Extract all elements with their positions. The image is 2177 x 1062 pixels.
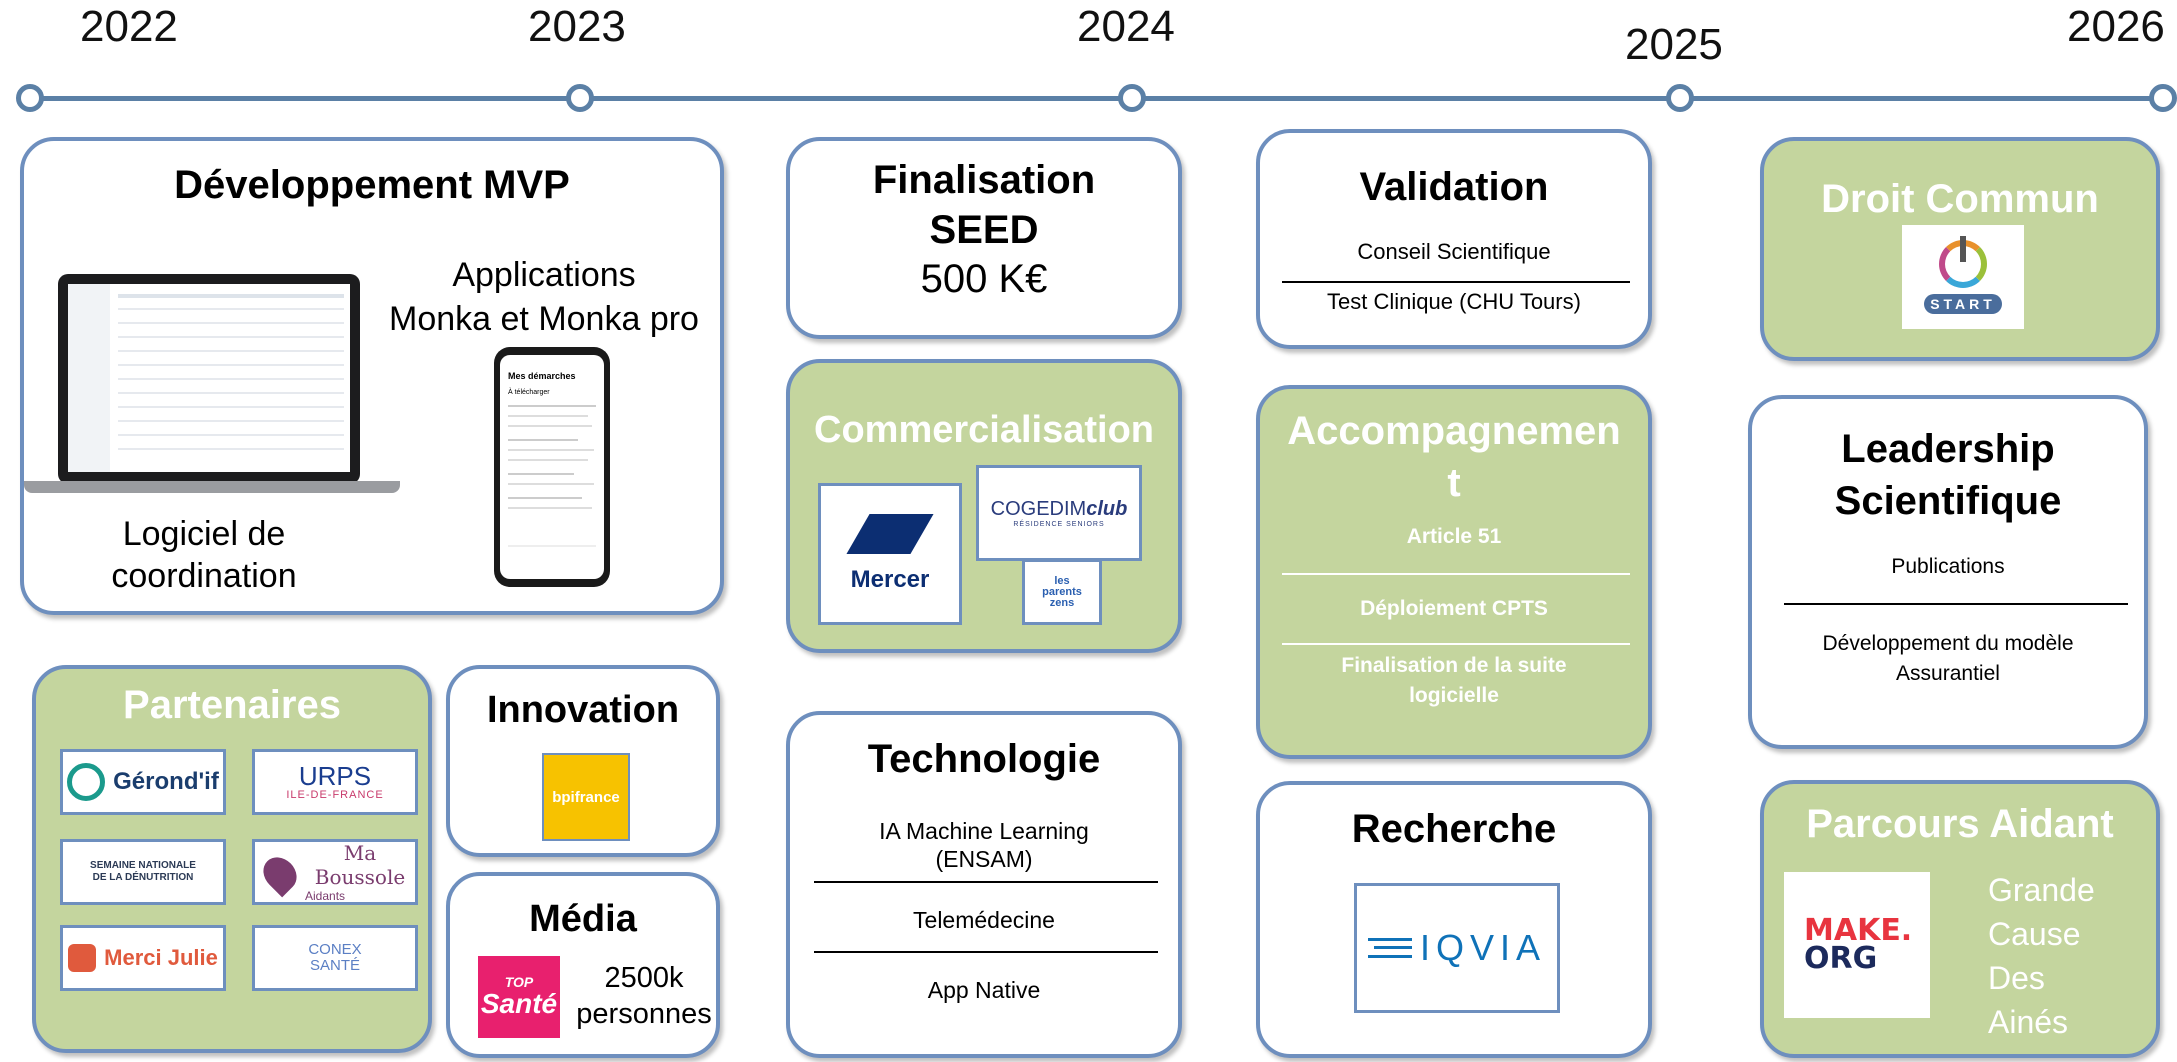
divider bbox=[1282, 281, 1630, 283]
media-title: Média bbox=[529, 898, 637, 940]
divider bbox=[1282, 643, 1630, 645]
semaine-denutrition-logo: SEMAINE NATIONALE DE LA DÉNUTRITION bbox=[60, 839, 226, 905]
timeline-marker bbox=[16, 84, 44, 112]
mvp-title: Développement MVP bbox=[174, 163, 570, 207]
media-card: Média TOP Santé 2500k personnes bbox=[446, 872, 720, 1058]
parcours-aidant-card: Parcours Aidant MAKE. ORG Grande Cause D… bbox=[1760, 780, 2160, 1058]
leadership-item-modele: Développement du modèle Assurantiel bbox=[1822, 632, 2074, 685]
technologie-title: Technologie bbox=[867, 737, 1101, 781]
accompagnement-item-article51: Article 51 bbox=[1406, 525, 1502, 548]
year-2025: 2025 bbox=[1625, 20, 1723, 69]
commercialisation-title: Commercialisation bbox=[814, 409, 1154, 451]
droit-commun-title: Droit Commun bbox=[1821, 177, 2099, 221]
divider bbox=[1784, 603, 2128, 605]
software-text: Logiciel de coordination bbox=[111, 515, 297, 595]
divider bbox=[814, 881, 1158, 883]
innovation-title: Innovation bbox=[486, 689, 680, 731]
parcours-aidant-title: Parcours Aidant bbox=[1806, 802, 2114, 846]
phone-screen: Mes démarches À télécharger bbox=[500, 355, 604, 579]
map-pin-icon bbox=[256, 850, 304, 898]
phone-image: Mes démarches À télécharger bbox=[494, 347, 610, 587]
top-sante-logo: TOP Santé bbox=[478, 956, 560, 1038]
gerondif-icon bbox=[67, 763, 106, 801]
cogedim-club-logo: COGEDIMclub RÉSIDENCE SENIORS bbox=[976, 465, 1142, 561]
apps-text: Applications Monka et Monka pro bbox=[389, 256, 699, 338]
seed-title: Finalisation SEED bbox=[872, 158, 1096, 252]
mercer-logo: Mercer bbox=[818, 483, 962, 625]
house-icon bbox=[68, 944, 97, 972]
iqvia-icon bbox=[1367, 938, 1412, 958]
laptop-image bbox=[58, 274, 360, 484]
power-icon bbox=[1939, 236, 1987, 288]
timeline-marker bbox=[566, 84, 594, 112]
validation-title: Validation bbox=[1359, 165, 1549, 209]
recherche-card: Recherche IQVIA bbox=[1256, 781, 1652, 1058]
partenaires-card: Partenaires Gérond'if URPS ILE-DE-FRANCE… bbox=[32, 665, 432, 1053]
validation-card: Validation Conseil Scientifique Test Cli… bbox=[1256, 129, 1652, 349]
leadership-item-publications: Publications bbox=[1891, 555, 2005, 578]
technologie-card: Technologie IA Machine Learning (ENSAM) … bbox=[786, 711, 1182, 1058]
timeline-marker bbox=[1118, 84, 1146, 112]
grande-cause-text: Grande Cause Des Ainés bbox=[1988, 872, 2095, 1040]
year-2024: 2024 bbox=[1077, 2, 1175, 51]
leadership-card: Leadership Scientifique Publications Dév… bbox=[1748, 395, 2148, 749]
accompagnement-title: Accompagnemen t bbox=[1287, 409, 1621, 505]
parents-zens-logo: les parents zens bbox=[1022, 559, 1102, 625]
timeline-marker bbox=[2149, 84, 2177, 112]
validation-item-test: Test Clinique (CHU Tours) bbox=[1327, 289, 1581, 314]
merci-julie-logo: Merci Julie bbox=[60, 925, 226, 991]
timeline-marker bbox=[1666, 84, 1694, 112]
leadership-title: Leadership Scientifique bbox=[1834, 427, 2062, 523]
tech-item-telemedecine: Telemédecine bbox=[913, 907, 1055, 933]
year-2022: 2022 bbox=[80, 2, 178, 51]
droit-commun-card: Droit Commun START bbox=[1760, 137, 2160, 361]
urps-logo: URPS ILE-DE-FRANCE bbox=[252, 749, 418, 815]
gerondif-logo: Gérond'if bbox=[60, 749, 226, 815]
accompagnement-card: Accompagnemen t Article 51 Déploiement C… bbox=[1256, 385, 1652, 759]
tech-item-app-native: App Native bbox=[927, 977, 1041, 1003]
laptop-screen bbox=[68, 284, 350, 472]
timeline-line bbox=[30, 96, 2170, 101]
accompagnement-item-cpts: Déploiement CPTS bbox=[1360, 597, 1548, 620]
conex-sante-logo: CONEX SANTÉ bbox=[252, 925, 418, 991]
year-2026: 2026 bbox=[2067, 2, 2165, 51]
innovation-card: Innovation bpifrance bbox=[446, 665, 720, 857]
seed-amount: 500 K€ bbox=[920, 257, 1048, 301]
accompagnement-item-suite: Finalisation de la suite logicielle bbox=[1341, 654, 1567, 707]
app-sidebar bbox=[68, 284, 110, 472]
validation-item-conseil: Conseil Scientifique bbox=[1357, 239, 1551, 264]
divider bbox=[1282, 573, 1630, 575]
year-2023: 2023 bbox=[528, 2, 626, 51]
tech-item-ia: IA Machine Learning (ENSAM) bbox=[879, 818, 1089, 872]
cogedim-wordmark: COGEDIMclub bbox=[990, 498, 1128, 520]
iqvia-logo: IQVIA bbox=[1354, 883, 1560, 1013]
divider bbox=[814, 951, 1158, 953]
laptop-base bbox=[24, 481, 400, 493]
partenaires-title: Partenaires bbox=[123, 683, 341, 727]
recherche-title: Recherche bbox=[1351, 807, 1557, 851]
start-logo: START bbox=[1902, 225, 2024, 329]
bpifrance-logo: bpifrance bbox=[542, 753, 630, 841]
mercer-icon bbox=[846, 514, 934, 554]
ma-boussole-logo: Ma Boussole Aidants bbox=[252, 839, 418, 905]
commercialisation-card: Commercialisation Mercer COGEDIMclub RÉS… bbox=[786, 359, 1182, 653]
make-org-logo: MAKE. ORG bbox=[1784, 872, 1930, 1018]
seed-card: Finalisation SEED 500 K€ bbox=[786, 137, 1182, 339]
media-reach: 2500k personnes bbox=[576, 962, 712, 1030]
mvp-card: Développement MVP Applications Monka et … bbox=[20, 137, 724, 615]
